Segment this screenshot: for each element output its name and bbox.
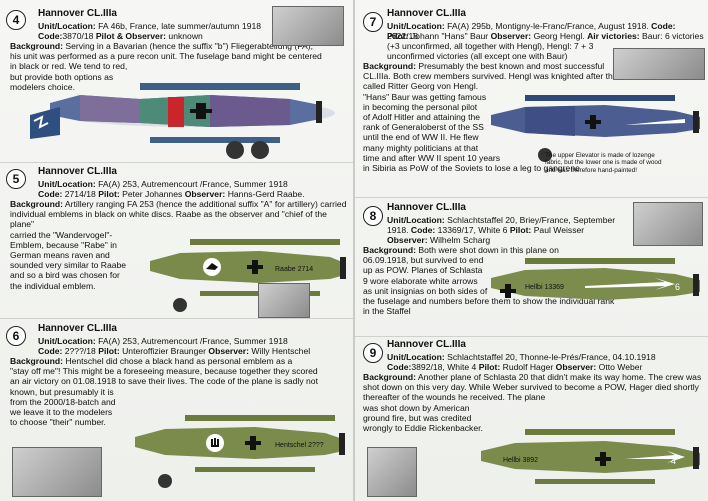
historic-photo <box>258 283 310 318</box>
profile-panel-6: 6 Hannover CL.IIIa Unit/Location: FA(A) … <box>0 319 353 501</box>
row-divider <box>0 318 353 319</box>
background-text: Background: Artillery ranging FA 253 (he… <box>10 199 347 291</box>
profile-panel-5: 5 Hannover CL.IIIa Unit/Location: FA(A) … <box>0 163 353 318</box>
code-line: Code:3870/18 Pilot & Observer: unknown <box>38 31 203 41</box>
elevator-note: The upper Elevator is made of lozenge fa… <box>545 152 662 174</box>
profile-panel-9: 9 Hannover CL.IIIa Unit/Location: Schlac… <box>355 337 708 501</box>
tail-number: 4 <box>671 456 676 466</box>
profile-number: 4 <box>6 10 26 30</box>
background-text: Background: Both were shot down in this … <box>363 245 615 317</box>
unit-line: Unit/Location: Schlachtstaffel 20, Thonn… <box>387 352 656 362</box>
column-divider <box>353 0 355 501</box>
unit-line: Unit/Location: FA 46b, France, late summ… <box>38 21 262 31</box>
aircraft-profile-6: Hentschel 2??? <box>135 415 345 488</box>
profile-panel-4: 4 Hannover CL.IIIa Unit/Location: FA 46b… <box>0 0 353 162</box>
profile-title: Hannover CL.IIIa <box>38 166 117 177</box>
fuselage-marking: Raabe 2714 <box>275 266 313 273</box>
profile-title: Hannover CL.IIIa <box>387 202 466 213</box>
aircraft-profile-7 <box>491 95 700 162</box>
aircraft-profile-4 <box>30 83 335 159</box>
background-text: Background: Serving in a Bavarian (hence… <box>10 41 322 92</box>
unit-line: Unit/Location: Schlachtstaffel 20, Briey… <box>387 215 616 246</box>
fuselage-marking: Hellbi 3892 <box>503 457 538 464</box>
unit-line: Unit/Location: FA(A) 295b, Montigny-le-F… <box>387 21 676 42</box>
code-line: Code: 2???/18 Pilot: Unteroffizier Braun… <box>38 346 311 356</box>
aircraft-profile-8: Hellbi 13369 6 <box>491 258 700 300</box>
row-divider <box>0 162 353 163</box>
unit-line: Unit/Location: FA(A) 253, Autremencourt … <box>38 179 288 189</box>
unit-line: Unit/Location: FA(A) 253, Autremencourt … <box>38 336 288 346</box>
historic-photo <box>367 447 417 497</box>
profile-number: 6 <box>6 326 26 346</box>
historic-photo <box>12 447 102 497</box>
historic-photo <box>613 48 705 80</box>
aircraft-profile-9: Hellbi 3892 4 <box>481 429 700 484</box>
tail-number: 6 <box>675 282 680 292</box>
historic-photo <box>272 6 344 46</box>
row-divider <box>355 336 708 337</box>
profile-number: 9 <box>363 343 383 363</box>
profile-panel-8: 8 Hannover CL.IIIa Unit/Location: Schlac… <box>355 198 708 336</box>
aircraft-profile-5: Raabe 2714 <box>150 239 346 312</box>
profile-title: Hannover CL.IIIa <box>38 8 117 19</box>
historic-photo <box>633 202 703 246</box>
profile-number: 8 <box>363 206 383 226</box>
fuselage-marking: Hellbi 13369 <box>525 284 564 291</box>
background-text: Background: Hentschel did chose a black … <box>10 356 318 428</box>
profile-title: Hannover CL.IIIa <box>387 339 466 350</box>
row-divider <box>355 197 708 198</box>
profile-number: 5 <box>6 169 26 189</box>
profile-panel-7: 7 Hannover CL.IIIa Unit/Location: FA(A) … <box>355 0 708 197</box>
crew-line: Pilot: Johann "Hans" Baur Observer: Geor… <box>387 31 704 62</box>
profile-title: Hannover CL.IIIa <box>387 8 466 19</box>
background-text: Background: Presumably the best known an… <box>363 61 689 174</box>
code-line: Code: 2714/18 Pilot: Peter Johannes Obse… <box>38 189 305 199</box>
profile-title: Hannover CL.IIIa <box>38 323 117 334</box>
fuselage-marking: Hentschel 2??? <box>275 442 324 449</box>
code-line: Code:3892/18, White 4 Pilot: Rudolf Hage… <box>387 362 643 372</box>
background-text: Background: Another plane of Schlasta 20… <box>363 372 702 434</box>
profile-number: 7 <box>363 12 383 32</box>
